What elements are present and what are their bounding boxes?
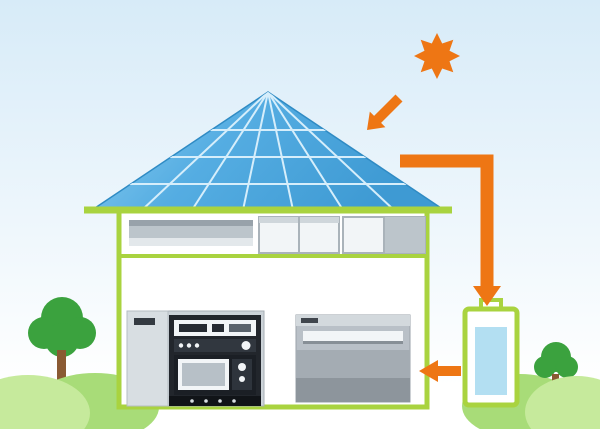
- appliance-knob: [241, 341, 251, 350]
- storage-battery: [462, 298, 520, 408]
- appliance-display-segment: [212, 324, 224, 332]
- appliance-display-segment: [229, 324, 251, 332]
- appliance-button: [194, 343, 200, 348]
- tree-left-trunk: [57, 350, 66, 404]
- microwave-knob: [239, 376, 245, 382]
- appliance-display-segment: [179, 324, 207, 332]
- tree-left: [28, 297, 96, 404]
- appliance-base-button: [190, 399, 194, 403]
- appliance-base-button: [204, 399, 208, 403]
- appliance-side-door: [126, 310, 169, 407]
- upper-window-center: [258, 216, 340, 254]
- panel-grid-line: [267, 92, 395, 210]
- sun-core: [424, 43, 450, 69]
- arrow-sun-to-roof: [367, 94, 403, 130]
- panel-grid-line: [267, 92, 344, 210]
- tree-right-canopy-side: [556, 356, 578, 378]
- appliance-button: [186, 343, 192, 348]
- arrow-battery-to-appliances: [419, 360, 461, 382]
- appliance-control-row: [174, 339, 256, 352]
- dishwasher-control-chip: [301, 318, 318, 323]
- sun-icon: [414, 33, 460, 79]
- appliance-base-button: [218, 399, 222, 403]
- tree-left-canopy-bottom: [45, 323, 79, 357]
- appliance-side-handle: [134, 318, 155, 325]
- bush-left-front: [0, 375, 90, 429]
- panel-grid-line: [267, 92, 294, 210]
- upper-vent-top-edge: [129, 220, 253, 226]
- upper-window-right-dark-pane: [384, 217, 425, 253]
- upper-vent-lower-strip: [129, 238, 253, 246]
- arrow-roof-to-battery-head: [473, 286, 501, 306]
- dishwasher: [295, 314, 411, 403]
- dishwasher-top-strip: [296, 315, 410, 326]
- appliance-base-strip: [169, 396, 261, 406]
- dishwasher-lower-shade: [296, 378, 410, 402]
- dishwasher-handle-shadow: [303, 341, 403, 344]
- battery-charge-level: [475, 327, 507, 395]
- tree-right-canopy: [534, 342, 578, 378]
- microwave-control-panel: [232, 359, 252, 390]
- bush-right-front: [525, 376, 600, 429]
- microwave-door-window: [182, 363, 225, 386]
- arrow-roof-to-battery-line: [400, 154, 494, 288]
- panel-grid-line: [141, 92, 269, 210]
- tree-right-canopy-side: [534, 356, 556, 378]
- tree-left-canopy: [28, 297, 96, 357]
- panel-grid-line: [242, 92, 269, 210]
- panel-grid-line: [191, 92, 269, 210]
- house: [116, 207, 430, 410]
- upper-vent-window: [129, 220, 253, 246]
- kitchen-appliance-stack: [126, 310, 265, 407]
- microwave-knob: [238, 363, 246, 371]
- upper-window-right: [342, 216, 426, 254]
- appliance-base-button: [232, 399, 236, 403]
- energy-flow-arrows: [367, 94, 501, 382]
- appliance-button: [178, 343, 184, 348]
- dishwasher-handle-slot: [303, 331, 403, 341]
